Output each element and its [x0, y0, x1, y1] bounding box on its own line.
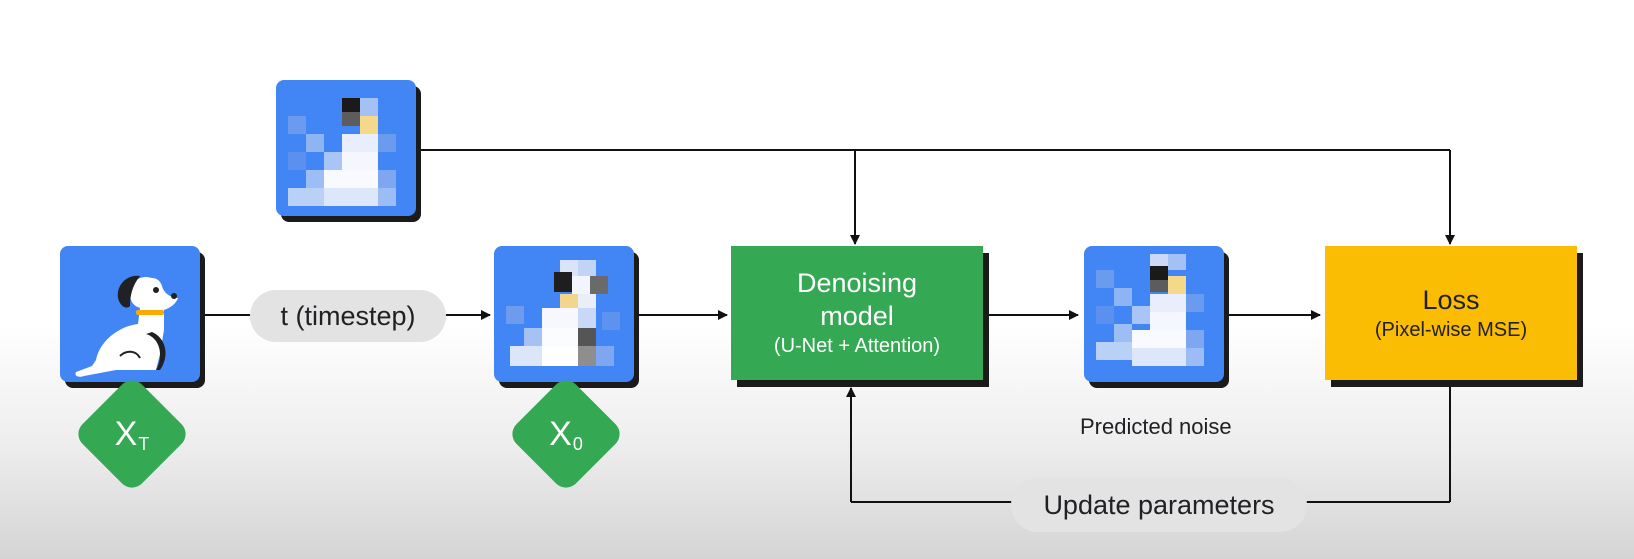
- clean-image-tile: [60, 246, 200, 382]
- noisy-dog-icon: [506, 260, 620, 366]
- timestep-pill: t (timestep): [250, 290, 446, 342]
- loss-box: Loss (Pixel-wise MSE): [1325, 246, 1577, 380]
- noise-pixel-icon: [288, 98, 396, 206]
- noise-pixel-icon: [1096, 254, 1204, 366]
- noisy-image-tile: [494, 246, 634, 382]
- model-title: Denoising model: [796, 268, 918, 331]
- update-parameters-pill: Update parameters: [1011, 478, 1307, 532]
- denoising-model-box: Denoising model (U-Net + Attention): [731, 246, 983, 380]
- dog-icon: [75, 275, 178, 377]
- noise-image-top: [276, 80, 416, 216]
- predicted-noise-caption: Predicted noise: [1080, 414, 1232, 439]
- predicted-noise-tile: [1084, 246, 1224, 382]
- loss-title: Loss: [1422, 284, 1480, 315]
- model-subtitle: (U-Net + Attention): [773, 335, 941, 357]
- loss-subtitle: (Pixel-wise MSE): [1374, 318, 1528, 341]
